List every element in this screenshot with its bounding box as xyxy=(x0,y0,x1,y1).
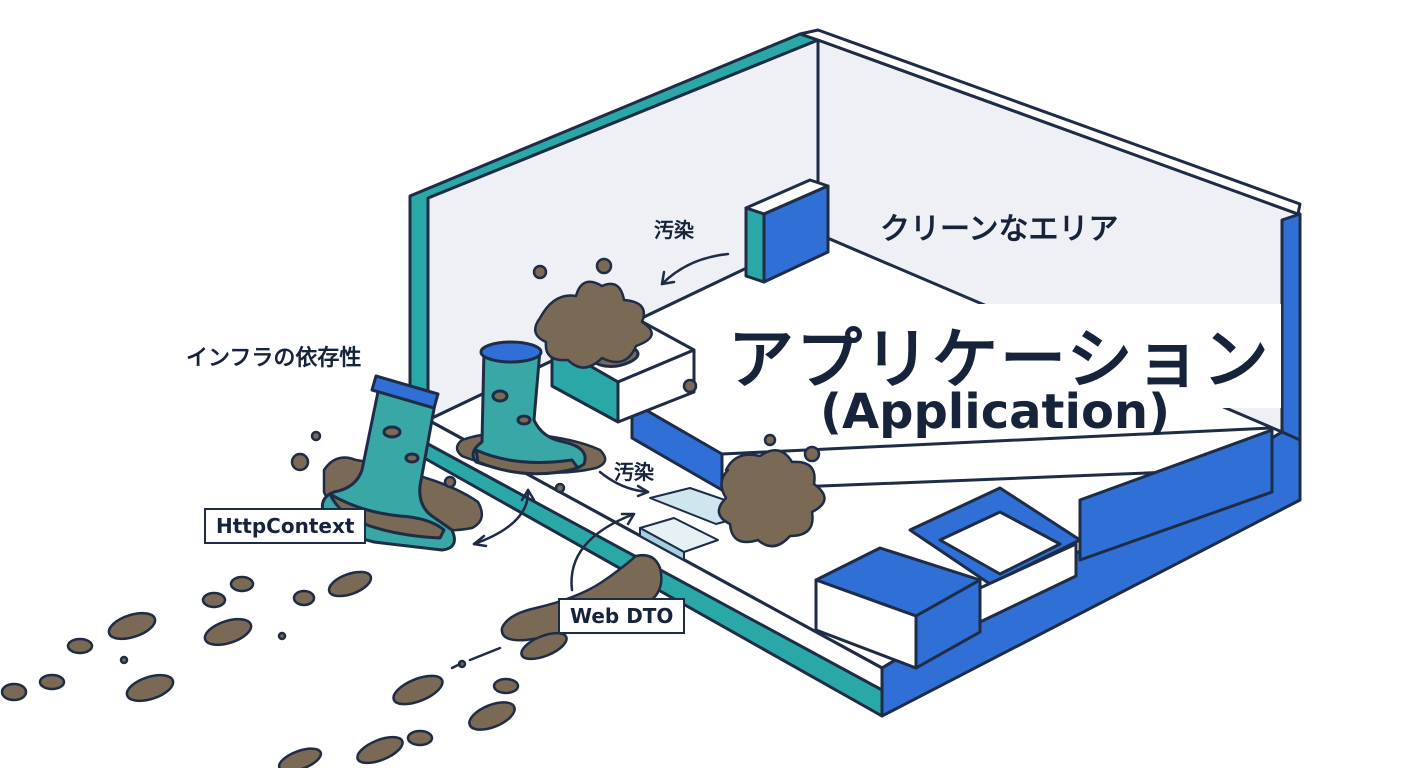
footprint-icon xyxy=(125,673,175,703)
footprint-icon xyxy=(292,589,316,607)
footprint-icon xyxy=(38,673,66,691)
httpcontext-tag: HttpContext xyxy=(204,508,367,544)
footprint-icon xyxy=(203,617,253,647)
pollution-label-top: 汚染 xyxy=(654,218,694,242)
pollution-label-middle: 汚染 xyxy=(614,460,654,484)
footprint-icon xyxy=(277,747,323,768)
mud-splat-icon xyxy=(717,449,826,548)
infra-dependency-label: インフラの依存性 xyxy=(186,346,362,371)
footprint-icon xyxy=(492,677,520,695)
right-wall-rim xyxy=(798,28,1302,216)
mud-splat-icon xyxy=(500,554,663,642)
mud-splat-icon xyxy=(533,280,653,369)
footprint-icon xyxy=(327,570,373,598)
footprint-icon xyxy=(0,682,28,702)
clean-area-label: クリーンなエリア xyxy=(880,212,1119,247)
footprint-icon xyxy=(392,674,444,706)
right-boot xyxy=(471,340,587,476)
arrows xyxy=(450,252,730,670)
title-english: (Application) xyxy=(820,384,1171,440)
arrow-icon xyxy=(570,512,636,592)
boot-icon xyxy=(471,343,587,474)
web-dto-tag: Web DTO xyxy=(558,598,686,634)
title-japanese: アプリケーション xyxy=(718,304,1281,408)
footprints xyxy=(0,570,568,768)
wall-block xyxy=(744,178,830,284)
footprint-icon xyxy=(229,575,255,593)
footprint-icon xyxy=(107,611,157,641)
footprint-icon xyxy=(201,591,227,609)
footprint-icon xyxy=(520,631,568,661)
footprint-icon xyxy=(406,729,434,747)
footprint-icon xyxy=(468,701,516,731)
arrow-icon xyxy=(660,252,730,286)
floor-boxes xyxy=(814,486,1082,670)
footprint-icon xyxy=(356,735,404,765)
arrow-icon xyxy=(598,470,650,494)
footprint-icon xyxy=(66,637,94,655)
arrow-icon xyxy=(472,488,530,546)
